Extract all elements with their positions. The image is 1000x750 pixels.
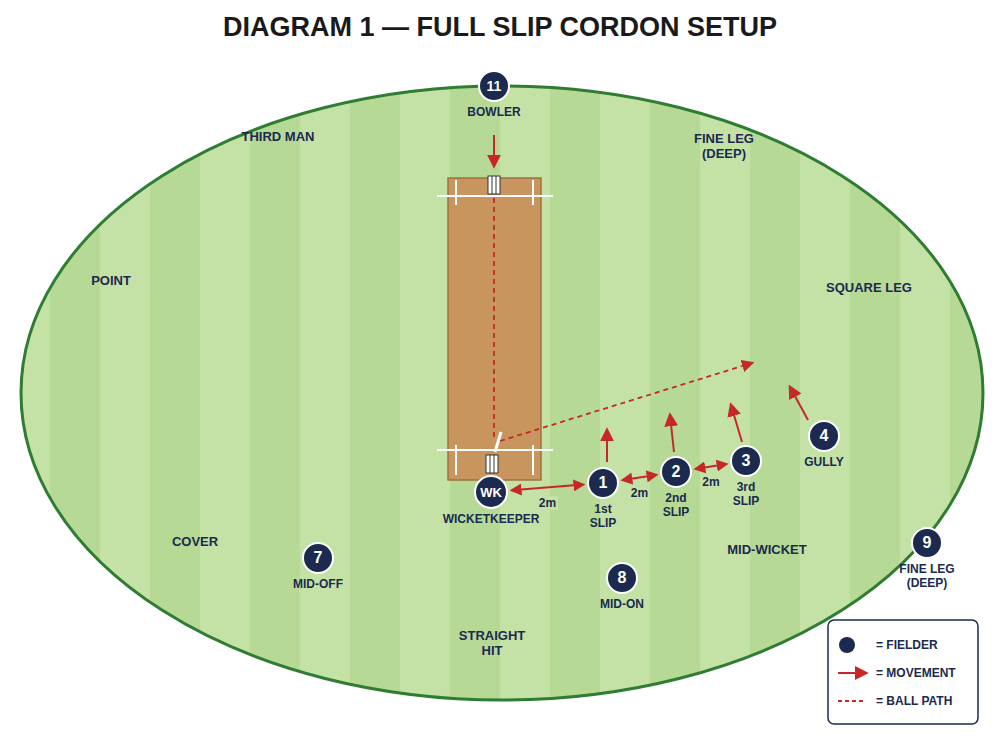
ball-path-sample [838,700,866,702]
field-position-label: THIRD MAN [218,130,338,145]
position-label: GULLY [789,456,859,470]
position-label: MID-ON [582,598,662,612]
spacing-label: 2m [537,496,558,510]
fielder-circle: 9 [911,527,943,559]
fielder-circle: 4 [808,420,840,452]
fielder-circle: 11 [478,70,510,102]
fielder-node: 4GULLY [789,420,859,470]
position-label: BOWLER [449,106,539,120]
callout-number: 9 [923,534,932,552]
field-position-label: SQUARE LEG [809,281,929,296]
fielder-node: 7MID-OFF [278,542,358,592]
fielder-circle: 1 [587,467,619,499]
bowler-run-arrow [493,135,495,166]
legend-text: = BALL PATH [876,694,952,708]
fielder-node: WK WICKETKEEPER [436,475,546,527]
position-label: MID-OFF [278,578,358,592]
callout-number: 3 [742,452,751,470]
legend-box [828,620,978,724]
fielder-circle: 2 [660,456,692,488]
position-label: WICKETKEEPER [436,513,546,527]
position-label: 3rd SLIP [724,481,768,509]
fielder-node: 1 1st SLIP [581,467,625,531]
callout-number: 7 [314,549,323,567]
field-position-label: FINE LEG (DEEP) [684,132,764,162]
callout-number: WK [480,485,502,500]
spacing-arrow [696,464,726,469]
callout-number: 1 [599,474,608,492]
diagram-title: DIAGRAM 1 — FULL SLIP CORDON SETUP [0,12,1000,43]
fielder-node: 2 2nd SLIP [654,456,698,520]
fielder-circle: 8 [606,562,638,594]
field-position-label: COVER [150,535,240,550]
pitch [448,178,541,480]
field-position-label: STRAIGHT HIT [447,629,537,659]
position-label: FINE LEG (DEEP) [892,563,962,591]
boundary [21,86,983,700]
movement-arrows [607,387,808,462]
callout-number: 8 [618,569,627,587]
fielder-circle: 7 [302,542,334,574]
fielder-circle: WK [474,475,508,509]
field-position-label: POINT [66,274,156,289]
spacing-arrow [512,485,583,491]
legend-text: = FIELDER [876,638,938,652]
callout-number: 2 [672,463,681,481]
fielder-sample [839,637,855,653]
outfield [21,86,983,700]
stumps [486,176,501,473]
legend-text: = MOVEMENT [876,666,956,680]
callout-number: 4 [820,427,829,445]
spacing-label: 2m [629,486,650,500]
spacing-arrow [623,475,656,480]
fielder-node: 11BOWLER [449,70,539,120]
spacing-label: 2m [700,475,721,489]
fielder-node: 9FINE LEG (DEEP) [892,527,962,591]
callout-number: 11 [487,78,502,94]
fielder-node: 8MID-ON [582,562,662,612]
fielder-node: 3 3rd SLIP [724,445,768,509]
field-position-label: MID-WICKET [707,543,827,558]
bat [495,432,501,452]
ball-path [494,198,752,441]
position-label: 2nd SLIP [654,492,698,520]
fielder-circle: 3 [730,445,762,477]
movement-sample [838,672,866,674]
position-label: 1st SLIP [581,503,625,531]
